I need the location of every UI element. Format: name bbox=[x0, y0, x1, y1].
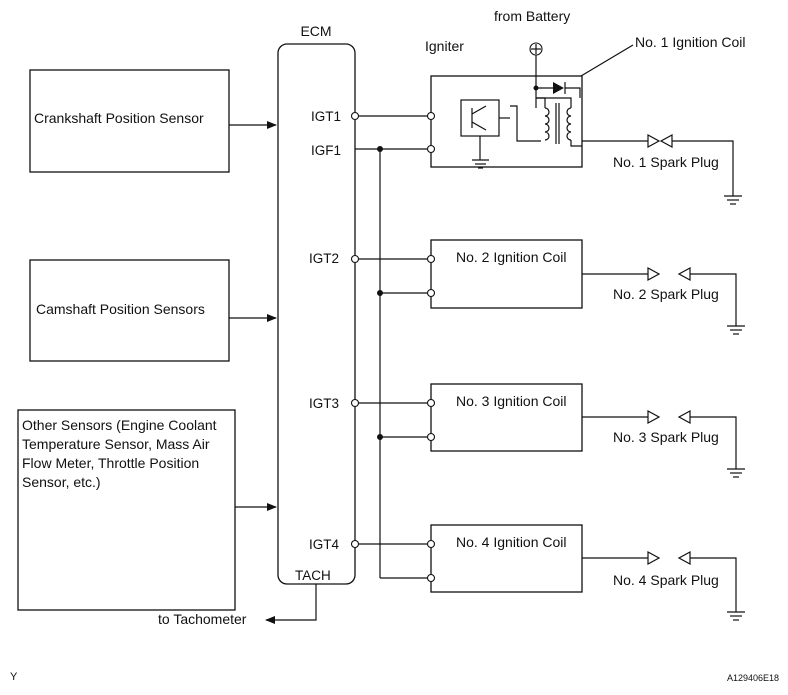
coil2-box: No. 2 Ignition Coil bbox=[430, 239, 583, 309]
spark-plug-1-icon bbox=[582, 133, 742, 205]
ecm-block: ECM IGT1 IGF1 IGT2 IGT3 IGT4 TACH bbox=[277, 23, 356, 585]
from-battery-label: from Battery bbox=[494, 8, 570, 24]
figure-id: A129406E18 bbox=[727, 673, 779, 683]
coil1-igniter-box bbox=[430, 55, 583, 168]
coil-terminal bbox=[426, 398, 436, 408]
pin-igt2: IGT2 bbox=[309, 251, 339, 266]
ecm-terminal bbox=[350, 398, 360, 408]
spark-plug-3-label: No. 3 Spark Plug bbox=[613, 429, 719, 445]
crankshaft-sensor-box: Crankshaft Position Sensor bbox=[29, 69, 230, 173]
spark-plug-3-icon bbox=[582, 409, 745, 478]
spark-plug-1-label: No. 1 Spark Plug bbox=[613, 154, 719, 170]
tachometer-label: to Tachometer bbox=[158, 611, 247, 627]
tachometer-arrow bbox=[265, 584, 317, 624]
other-sensors-line-4: Sensor, etc.) bbox=[22, 474, 101, 490]
other-sensors-box: Other Sensors (Engine Coolant Temperatur… bbox=[17, 409, 236, 611]
coil-terminal bbox=[426, 111, 436, 121]
junction-dot bbox=[377, 290, 383, 296]
pin-igf1: IGF1 bbox=[311, 143, 341, 158]
ecm-terminal bbox=[350, 539, 360, 549]
coil1-leader-line bbox=[580, 44, 634, 77]
battery-terminal-icon bbox=[529, 42, 543, 56]
junction-dot bbox=[377, 146, 383, 152]
ground-icon bbox=[472, 159, 489, 169]
coil-terminal bbox=[426, 144, 436, 154]
pin-igt4: IGT4 bbox=[309, 537, 339, 552]
coil-terminal bbox=[426, 432, 436, 442]
igniter-label: Igniter bbox=[425, 38, 464, 54]
ecm-terminal bbox=[350, 111, 360, 121]
junction-dot bbox=[377, 434, 383, 440]
pin-igt3: IGT3 bbox=[309, 396, 339, 411]
pin-tach: TACH bbox=[295, 568, 331, 583]
coil4-label: No. 4 Ignition Coil bbox=[456, 534, 567, 550]
coil3-box: No. 3 Ignition Coil bbox=[430, 383, 583, 452]
pin-igt1: IGT1 bbox=[311, 109, 341, 124]
spark-plug-4-icon bbox=[582, 550, 745, 621]
spark-plug-2-label: No. 2 Spark Plug bbox=[613, 286, 719, 302]
coil2-label: No. 2 Ignition Coil bbox=[456, 249, 567, 265]
camshaft-sensor-label: Camshaft Position Sensors bbox=[36, 301, 205, 317]
crankshaft-sensor-label: Crankshaft Position Sensor bbox=[34, 110, 204, 126]
ecm-title: ECM bbox=[300, 23, 331, 39]
camshaft-sensor-box: Camshaft Position Sensors bbox=[29, 259, 230, 362]
ecm-terminal bbox=[350, 254, 360, 264]
coil1-label: No. 1 Ignition Coil bbox=[635, 34, 746, 50]
coil4-box: No. 4 Ignition Coil bbox=[430, 524, 583, 593]
spark-plug-2-icon bbox=[582, 266, 745, 335]
spark-plug-4-label: No. 4 Spark Plug bbox=[613, 572, 719, 588]
coil3-label: No. 3 Ignition Coil bbox=[456, 393, 567, 409]
other-sensors-line-2: Temperature Sensor, Mass Air bbox=[22, 436, 210, 452]
other-sensors-line-3: Flow Meter, Throttle Position bbox=[22, 455, 199, 471]
coil-terminal bbox=[426, 573, 436, 583]
coil-terminal bbox=[426, 288, 436, 298]
corner-mark: Y bbox=[10, 671, 18, 683]
coil-terminal bbox=[426, 539, 436, 549]
coil-terminal bbox=[426, 254, 436, 264]
other-sensors-line-1: Other Sensors (Engine Coolant bbox=[22, 417, 217, 433]
